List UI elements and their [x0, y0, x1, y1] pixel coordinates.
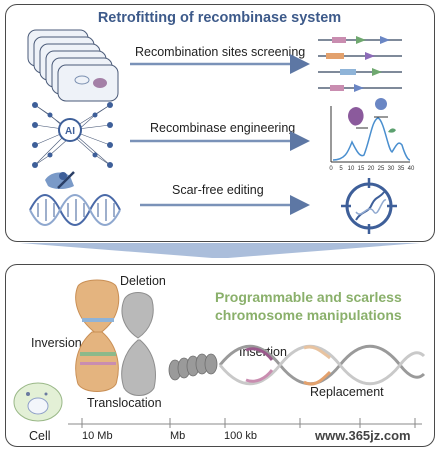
svg-text:10: 10 — [348, 166, 355, 172]
svg-text:40: 40 — [408, 166, 415, 172]
dna-helix-icon — [29, 194, 121, 226]
chart-axis-ticks: 0 5 10 15 20 25 30 35 40 — [329, 166, 415, 172]
step-label-screening: Recombination sites screening — [135, 45, 306, 59]
scale-label-cell: Cell — [29, 429, 51, 443]
target-dna-icon — [341, 178, 397, 234]
headline-line-1: Programmable and scarless — [215, 289, 402, 305]
chromatin-fiber — [168, 353, 218, 381]
label-deletion: Deletion — [120, 274, 166, 288]
label-replacement: Replacement — [310, 385, 384, 399]
svg-text:0: 0 — [329, 166, 333, 172]
step-label-scar-free: Scar-free editing — [172, 183, 264, 197]
scale-tick-10mb: 10 Mb — [82, 430, 113, 442]
svg-text:25: 25 — [378, 166, 385, 172]
recombination-sites-icon — [318, 36, 402, 92]
top-panel-title: Retrofitting of recombinase system — [97, 10, 342, 26]
label-inversion: Inversion — [31, 336, 82, 350]
funnel-connector — [20, 243, 420, 258]
ai-label: AI — [65, 126, 75, 137]
stacked-cells-icon — [27, 29, 119, 102]
headline-line-2: chromosome manipulations — [215, 307, 402, 323]
step-label-engineering: Recombinase engineering — [150, 121, 296, 135]
hand-pen-icon — [45, 171, 75, 189]
scale-tick-mb: Mb — [170, 430, 186, 442]
dna-strand-bottom — [218, 344, 426, 386]
ai-node — [58, 118, 82, 142]
watermark: www.365jz.com — [315, 428, 411, 443]
scale-bar — [68, 418, 422, 428]
svg-text:30: 30 — [388, 166, 395, 172]
peak-chart-icon — [330, 98, 411, 163]
scale-tick-100kb: 100 kb — [224, 430, 258, 442]
gray-chromosome — [121, 292, 156, 396]
neural-network-icon — [32, 102, 113, 168]
svg-text:20: 20 — [368, 166, 375, 172]
orange-chromosome — [75, 279, 120, 392]
svg-text:35: 35 — [398, 166, 405, 172]
label-translocation: Translocation — [87, 396, 162, 410]
svg-text:15: 15 — [358, 166, 365, 172]
svg-text:5: 5 — [339, 166, 343, 172]
cell-icon — [13, 382, 63, 422]
